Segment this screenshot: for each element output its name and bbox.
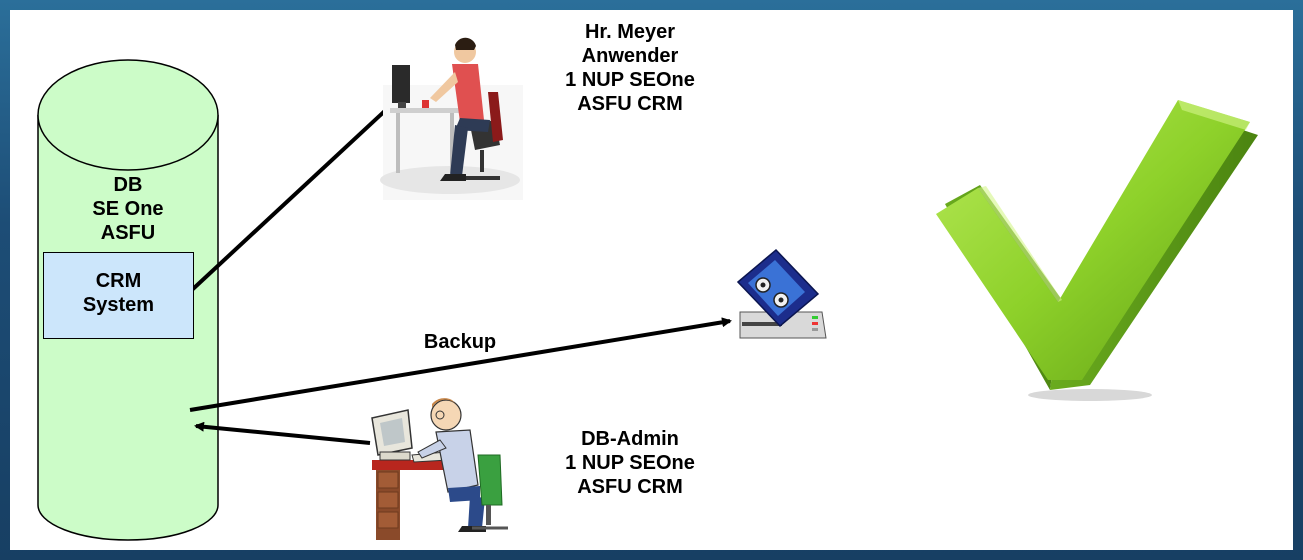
database-label-line: SE One xyxy=(92,198,164,220)
user-label: Hr. Meyer Anwender 1 NUP SEOne ASFU CRM xyxy=(545,20,715,116)
crm-system-label-line: System xyxy=(82,294,155,316)
crm-system-box: CRM System xyxy=(43,252,194,339)
database-label-line: DB xyxy=(113,174,143,196)
crm-system-label: CRM System xyxy=(44,253,193,317)
person-at-computer-icon xyxy=(380,37,523,200)
admin-label-line: 1 NUP SEOne xyxy=(565,452,695,474)
crm-system-label-line: CRM xyxy=(95,270,142,292)
database-label: DB SE One ASFU xyxy=(68,173,188,245)
tape-drive-icon xyxy=(736,248,827,339)
checkmark-icon xyxy=(936,100,1258,401)
admin-at-computer-icon xyxy=(371,398,508,540)
user-label-line: 1 NUP SEOne xyxy=(565,69,695,91)
admin-to-db-arrow xyxy=(194,421,371,445)
admin-label: DB-Admin 1 NUP SEOne ASFU CRM xyxy=(545,427,715,499)
user-to-crm-arrow xyxy=(178,106,390,303)
admin-label-line: ASFU CRM xyxy=(577,476,683,498)
user-label-line: ASFU CRM xyxy=(577,93,683,115)
backup-label: Backup xyxy=(423,331,497,353)
admin-label-line: DB-Admin xyxy=(581,428,679,450)
database-label-line: ASFU xyxy=(100,222,156,244)
backup-arrow xyxy=(189,317,732,412)
user-label-line: Hr. Meyer xyxy=(584,21,676,43)
user-label-line: Anwender xyxy=(581,45,679,67)
